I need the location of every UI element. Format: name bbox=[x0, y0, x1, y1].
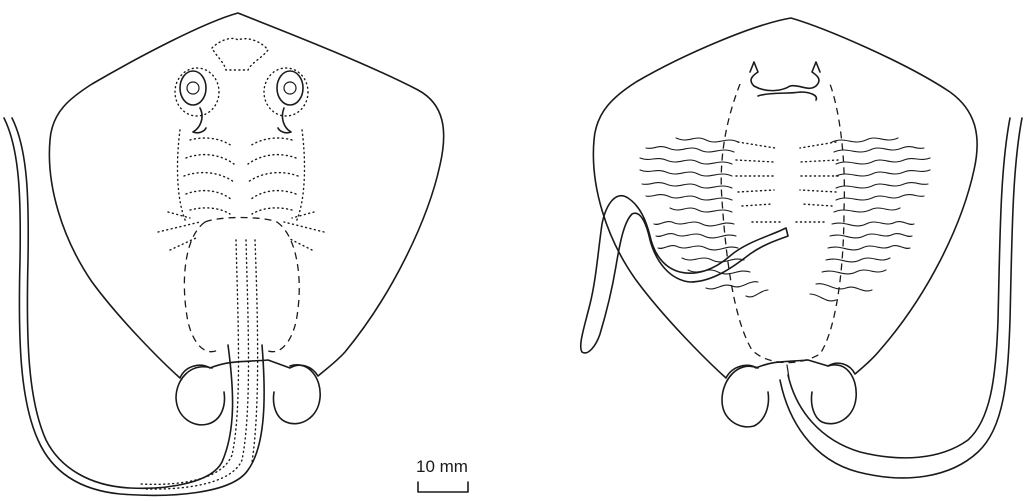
scale-bar-line bbox=[418, 482, 468, 492]
left-ray-tail-outline-lower bbox=[4, 118, 264, 495]
left-ray-pectoral-girdle-left bbox=[158, 212, 200, 250]
left-ray-pelvic-fin-left bbox=[176, 367, 224, 425]
left-ray-disc-outline bbox=[49, 13, 443, 378]
right-ray-gill-filaments-left bbox=[640, 138, 768, 297]
right-ray-pelvic-fin-right bbox=[811, 365, 856, 424]
left-ray-tail-dotted-3 bbox=[252, 240, 258, 462]
left-ray-spiracle-right bbox=[278, 108, 291, 133]
right-ray-gill-filaments-right bbox=[810, 138, 930, 301]
left-ray-body-cavity-dashed bbox=[184, 218, 299, 352]
right-ray-body-cavity-dashed bbox=[721, 84, 844, 363]
left-ray-tail-dotted-1 bbox=[140, 240, 239, 484]
left-ray-gill-arcs-left bbox=[178, 130, 234, 222]
left-ray-eye-left bbox=[180, 71, 206, 105]
right-ray-pelvic-fin-left bbox=[722, 366, 768, 427]
left-ray-eye-right bbox=[277, 71, 303, 105]
right-ray-yolk-stalk bbox=[581, 196, 788, 353]
right-ray-gill-slits bbox=[736, 142, 838, 222]
right-ray-drawing bbox=[581, 18, 1022, 478]
left-ray-pectoral-girdle-right bbox=[284, 212, 324, 250]
scale-bar-label: 10 mm bbox=[416, 457, 468, 476]
right-ray-jaw-lower bbox=[758, 92, 816, 100]
left-ray-pelvic-fin-right bbox=[274, 365, 321, 424]
right-ray-disc-outline bbox=[593, 18, 977, 378]
right-ray-jaw bbox=[750, 62, 820, 91]
left-ray-tail-outline-upper bbox=[12, 118, 233, 488]
left-ray-drawing bbox=[4, 13, 444, 495]
left-ray-eye-left-pupil bbox=[187, 82, 199, 94]
left-ray-gill-arcs-right bbox=[248, 130, 304, 222]
left-ray-snout-dotted bbox=[212, 38, 268, 70]
left-ray-spiracle-left bbox=[193, 108, 206, 133]
right-ray-tail-outline-upper bbox=[788, 118, 1010, 458]
left-ray-eye-right-pupil bbox=[284, 82, 296, 94]
scale-bar: 10 mm bbox=[416, 457, 468, 492]
right-ray-tail-outline-lower bbox=[780, 118, 1022, 478]
